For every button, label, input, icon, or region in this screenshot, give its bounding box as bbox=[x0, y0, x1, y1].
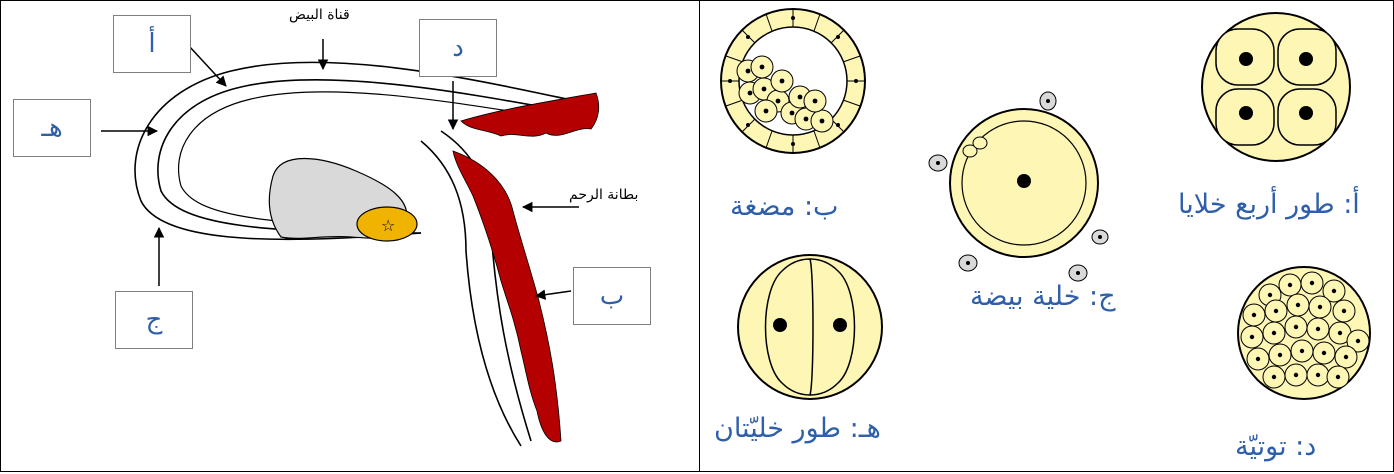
endometrium-label: بطانة الرحم bbox=[569, 187, 638, 203]
morula-stage bbox=[1238, 267, 1370, 399]
arrow-ba bbox=[536, 291, 571, 296]
two-cell-stage bbox=[738, 255, 882, 399]
label-box-jim: ج bbox=[115, 291, 193, 349]
four-cell-stage bbox=[1202, 13, 1350, 161]
embryo-stages-diagram bbox=[700, 1, 1394, 473]
label-four-cell: أ: طور أربع خلايا bbox=[1178, 189, 1360, 220]
blastocyst-stage bbox=[721, 9, 865, 153]
arrow-alef bbox=[189, 46, 226, 86]
label-egg-cell: ج: خلية بيضة bbox=[970, 281, 1116, 312]
label-two-cell: هـ: طور خليّتان bbox=[714, 413, 881, 444]
endometrium-lower bbox=[453, 151, 561, 442]
svg-text:☆: ☆ bbox=[381, 216, 395, 235]
label-box-ha: هـ bbox=[13, 99, 91, 157]
label-blastocyst: ب: مضغة bbox=[730, 191, 838, 222]
label-box-alef: أ bbox=[113, 15, 191, 73]
egg-cell-stage bbox=[929, 92, 1108, 281]
reproductive-tract-diagram: ☆ bbox=[1, 1, 701, 473]
label-morula: د: توتيّة bbox=[1235, 431, 1316, 462]
reproductive-tract-panel: ☆ قناة البيض بطانة الرحم أ د هـ ج ب bbox=[0, 0, 700, 472]
embryo-stages-panel: ب: مضغة ج: خلية بيضة أ: طور أربع خلايا ه… bbox=[699, 0, 1394, 472]
endometrium-top bbox=[461, 93, 599, 136]
label-box-ba: ب bbox=[573, 267, 651, 325]
label-box-dal: د bbox=[419, 19, 497, 77]
oviduct-label: قناة البيض bbox=[289, 7, 350, 23]
